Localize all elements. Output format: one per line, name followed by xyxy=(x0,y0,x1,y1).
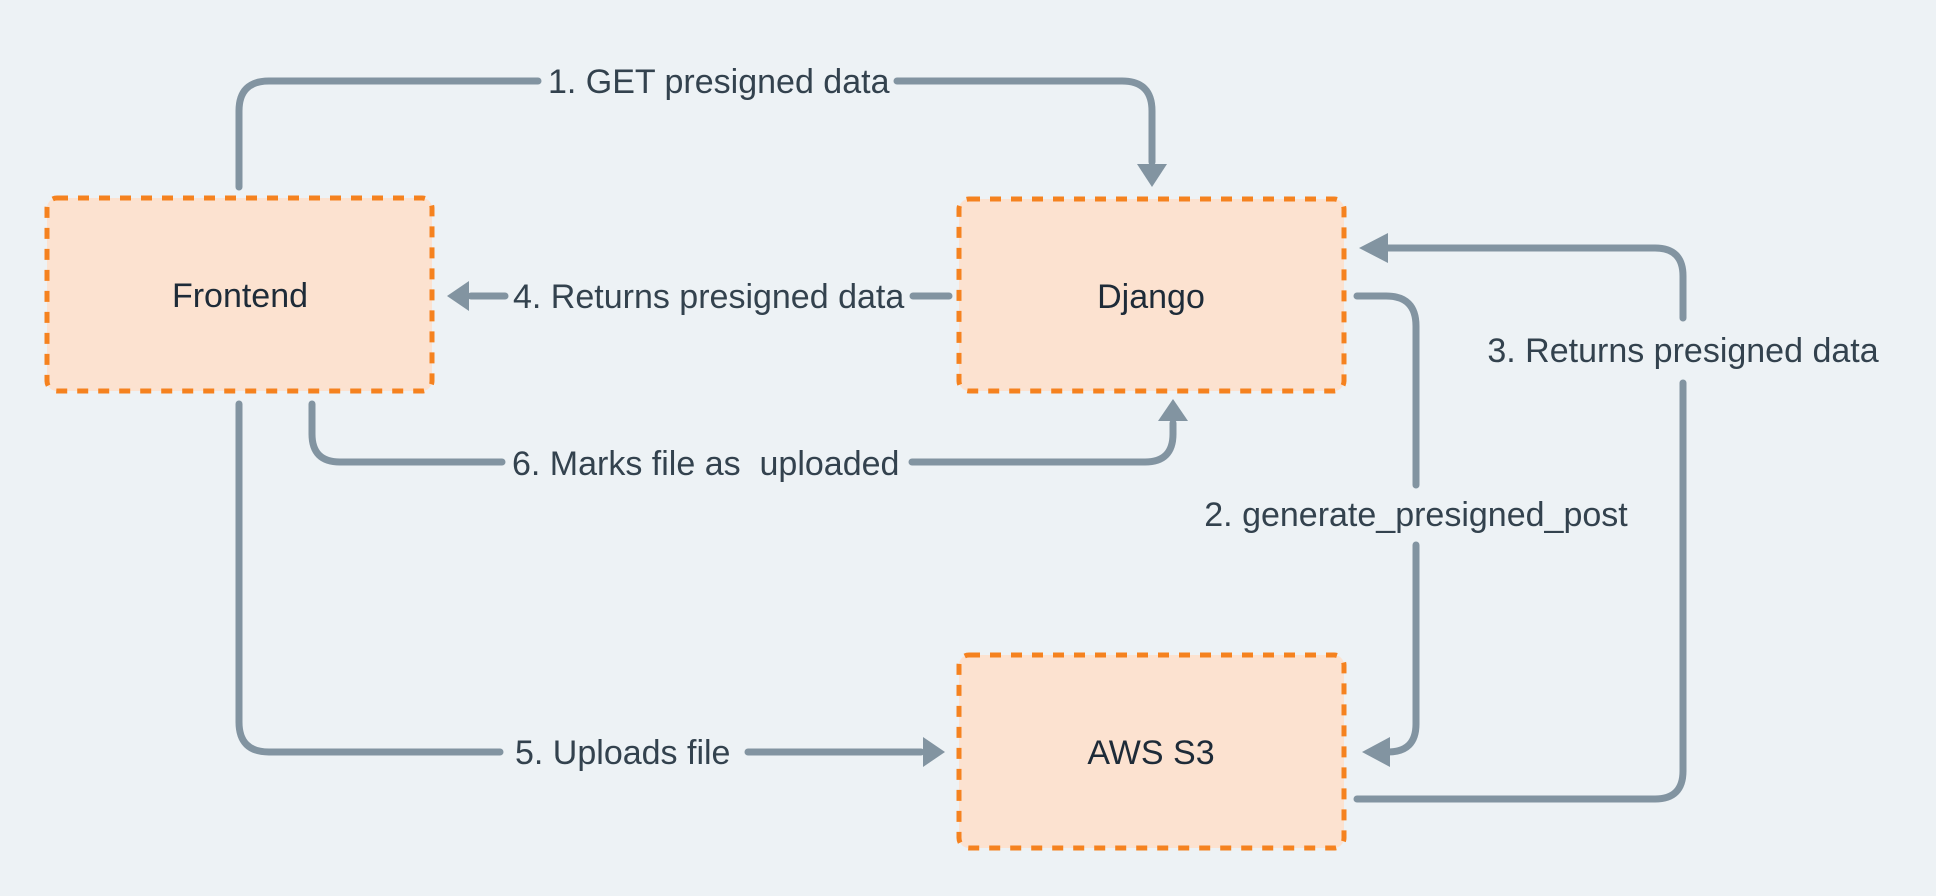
edge-3-label: 3. Returns presigned data xyxy=(1487,332,1878,370)
edge-5-path-start xyxy=(235,400,504,756)
frontend-box xyxy=(44,195,435,394)
edge-4: 4. Returns presigned data xyxy=(447,278,953,316)
frontend-label: Frontend xyxy=(172,277,308,315)
edge-2-path-end xyxy=(1384,541,1420,756)
edge-6-arrowhead-up-icon xyxy=(1158,399,1188,421)
edge-1: 1. GET presigned data xyxy=(235,63,1167,191)
edge-1-path-end xyxy=(893,77,1156,166)
edge-3-arrowhead-left-icon xyxy=(1359,233,1388,263)
edge-6-path-start xyxy=(308,400,506,466)
edge-1-arrowhead-down-icon xyxy=(1137,164,1167,187)
aws-s3-node: AWS S3 xyxy=(956,652,1347,851)
django-label: Django xyxy=(1097,278,1205,316)
django-box xyxy=(956,196,1347,394)
edge-6: 6. Marks file as uploaded xyxy=(308,399,1188,483)
aws-s3-box xyxy=(956,652,1347,851)
edge-2-path-start xyxy=(1353,292,1420,489)
edge-4-label: 4. Returns presigned data xyxy=(513,278,904,316)
django-node: Django xyxy=(956,196,1347,394)
edge-1-label: 1. GET presigned data xyxy=(548,63,890,101)
edge-3-path-start xyxy=(1353,379,1687,803)
edge-3-path-end xyxy=(1384,244,1687,322)
edge-5-label: 5. Uploads file xyxy=(515,734,730,772)
edge-2: 2. generate_presigned_post xyxy=(1204,292,1628,767)
edge-5: 5. Uploads file xyxy=(235,400,945,772)
edge-1-path-start xyxy=(235,77,542,191)
edge-3: 3. Returns presigned data xyxy=(1353,233,1879,803)
edge-2-label: 2. generate_presigned_post xyxy=(1204,496,1628,534)
frontend-node: Frontend xyxy=(44,195,435,394)
edge-6-path-end xyxy=(908,419,1177,466)
edge-4-arrowhead-left-icon xyxy=(447,281,469,311)
edge-2-arrowhead-left-icon xyxy=(1362,737,1390,767)
edge-6-label: 6. Marks file as uploaded xyxy=(512,445,899,483)
aws-s3-label: AWS S3 xyxy=(1087,734,1214,772)
edge-5-arrowhead-right-icon xyxy=(923,737,945,767)
